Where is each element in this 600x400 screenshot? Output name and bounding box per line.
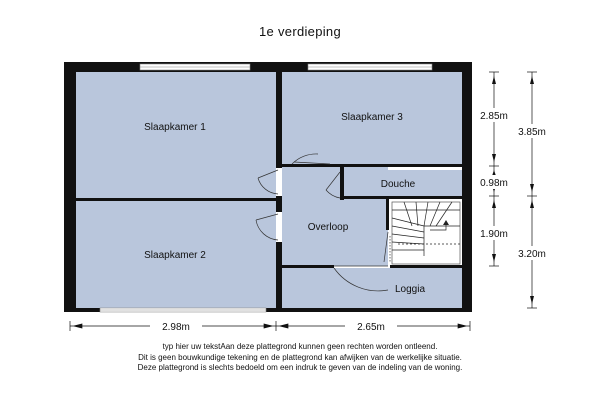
disclaimer-line-1: typ hier uw tekstAan deze plattegrond ku… <box>162 342 438 351</box>
dim-width-left: 2.98m <box>162 322 190 333</box>
label-slaapkamer-1: Slaapkamer 1 <box>144 122 206 133</box>
dim-height-upper-total: 3.85m <box>518 127 546 138</box>
room-slaapkamer-2 <box>76 200 276 308</box>
room-fills <box>76 72 462 308</box>
label-loggia: Loggia <box>395 284 425 295</box>
exterior-walls <box>64 62 472 312</box>
dim-width-right: 2.65m <box>357 322 385 333</box>
room-overloop-left <box>282 166 344 266</box>
room-slaapkamer-1 <box>76 72 276 200</box>
dim-height-lower-total: 3.20m <box>518 249 546 260</box>
room-labels: Slaapkamer 1 Slaapkamer 2 Slaapkamer 3 D… <box>144 112 425 295</box>
room-stair <box>388 200 462 266</box>
label-overloop: Overloop <box>308 222 349 233</box>
staircase <box>391 201 461 265</box>
dim-height-overloop: 1.90m <box>480 229 508 240</box>
dimension-bottom <box>69 321 471 331</box>
room-slaapkamer-3 <box>282 72 462 166</box>
doors <box>255 153 391 292</box>
dim-height-slaapkamer-3: 2.85m <box>480 111 508 122</box>
floor-title: 1e verdieping <box>259 24 341 39</box>
room-loggia <box>282 268 462 308</box>
dimension-right-outer <box>527 71 537 309</box>
label-slaapkamer-3: Slaapkamer 3 <box>341 112 403 123</box>
label-slaapkamer-2: Slaapkamer 2 <box>144 250 206 261</box>
disclaimer-line-3: Deze plattegrond is slechts bedoeld om e… <box>137 363 463 372</box>
disclaimer-line-2: Dit is geen bouwkundige tekening en de p… <box>138 352 462 362</box>
label-douche: Douche <box>381 179 416 190</box>
interior-walls <box>76 72 462 308</box>
windows <box>99 63 433 313</box>
dim-height-douche: 0.98m <box>480 178 508 189</box>
disclaimer: typ hier uw tekstAan deze plattegrond ku… <box>0 342 600 374</box>
